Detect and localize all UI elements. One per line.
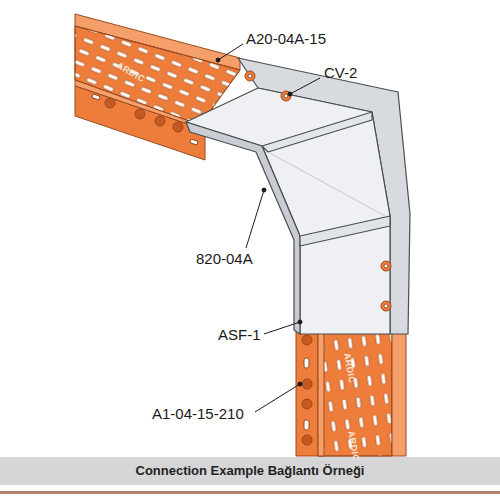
callout-label: 820-04A xyxy=(196,250,253,268)
elbow-cover xyxy=(186,58,410,334)
callout-label: ASF-1 xyxy=(218,326,261,344)
callout-label: A20-04A-15 xyxy=(246,30,326,48)
caption: Connection Example Bağlantı Örneği xyxy=(0,463,500,478)
caption-rule xyxy=(0,491,500,494)
callout-label: A1-04-15-210 xyxy=(152,405,244,423)
callout-label: CV-2 xyxy=(324,64,357,82)
leader-line xyxy=(216,44,320,412)
cover-fastener xyxy=(245,71,391,311)
